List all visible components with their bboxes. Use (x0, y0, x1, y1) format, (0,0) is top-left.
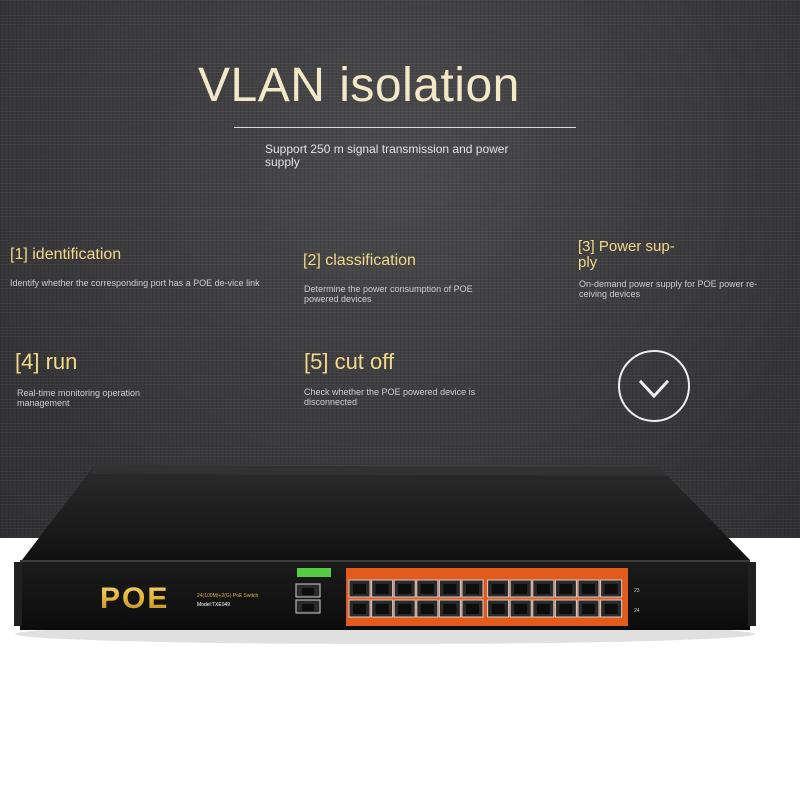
feature-run-title: [4] run (15, 349, 78, 374)
page-subtitle: Support 250 m signal transmission and po… (265, 142, 509, 169)
feature-identification-title: [1] identification (10, 246, 122, 263)
poe-port-socket (466, 584, 479, 594)
poe-port-socket (353, 604, 366, 614)
scroll-down-button[interactable] (618, 350, 690, 422)
poe-port-socket (582, 604, 595, 614)
title-divider (234, 127, 576, 128)
feature-power-supply-title: [3] Power sup-ply (578, 238, 675, 271)
poe-port-socket (559, 604, 573, 614)
feature-cut-off-title: [5] cut off (304, 349, 395, 374)
device-top-panel (22, 465, 750, 560)
poe-port-socket (604, 604, 618, 614)
poe-port-socket (375, 604, 389, 614)
left-rack-ear (14, 562, 22, 626)
poe-port-socket (582, 584, 595, 594)
uplink-status-leds (297, 568, 331, 577)
poe-port-socket (604, 584, 618, 594)
feature-run-desc: Real-time monitoring operation managemen… (17, 388, 141, 408)
feature-power-supply-desc: On-demand power supply for POE power re-… (579, 279, 758, 299)
poe-port-socket (491, 584, 505, 594)
poe-port-socket (514, 584, 528, 594)
poe-port-socket (466, 604, 479, 614)
device-model-label: Model:TXE049 (197, 602, 230, 608)
port-number-23: 23 (634, 588, 640, 594)
poe-port-socket (491, 604, 505, 614)
poe-port-socket (514, 604, 528, 614)
poe-port-socket (353, 584, 366, 594)
poe-port-socket (420, 604, 434, 614)
poe-port-socket (398, 604, 412, 614)
right-rack-ear (748, 562, 756, 626)
brand-logo: POE (100, 582, 169, 615)
hero-banner: VLAN isolation Support 250 m signal tran… (0, 0, 800, 538)
poe-port-socket (536, 604, 550, 614)
poe-port-socket (443, 604, 457, 614)
poe-port-grid (348, 579, 623, 618)
poe-port-socket (398, 584, 412, 594)
page-title: VLAN isolation (198, 59, 520, 112)
poe-port-socket (536, 584, 550, 594)
feature-cut-off-desc: Check whether the POE powered device is … (304, 387, 476, 407)
port-number-24: 24 (634, 608, 640, 614)
poe-port-socket (375, 584, 389, 594)
poe-port-socket (559, 584, 573, 594)
feature-identification-desc: Identify whether the corresponding port … (10, 278, 260, 288)
device-spec-label: 24(100M)+2(G) PoE Switch (197, 593, 258, 599)
feature-classification-desc: Determine the power consumption of POE p… (304, 284, 473, 304)
feature-classification-title: [2] classification (303, 252, 416, 269)
chevron-down-icon (638, 379, 670, 399)
poe-port-socket (420, 584, 434, 594)
poe-port-socket (443, 584, 457, 594)
